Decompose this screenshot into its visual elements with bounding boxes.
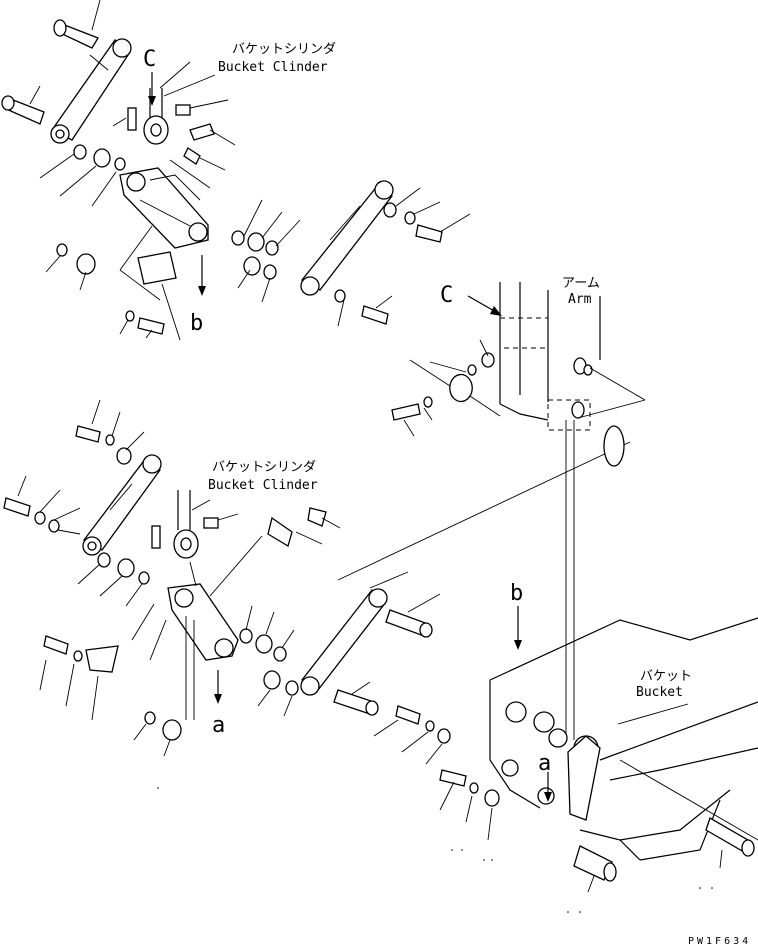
label-arm-en: Arm [568,292,592,307]
bucket-link-body-top [119,159,211,249]
bucket-cylinder-mid [151,490,239,559]
label-a-mid: a [212,713,225,738]
top-assembly [1,0,471,341]
grease-fitting-top [112,99,229,131]
arrow-c-arm [467,295,502,316]
bushings-mid-bottom [133,711,182,757]
label-a-bucket: a [538,751,551,776]
washers-top-far-right [334,187,471,327]
label-bucket-cylinder-en-mid: Bucket Clinder [208,478,318,493]
label-bucket-cylinder-jp-mid: バケットシリンダ [212,460,316,475]
link-mid-right [300,441,631,696]
arrow-a-bucket [544,772,552,802]
label-arm-jp: アーム [562,276,600,291]
bucket-link-body-mid [131,561,239,720]
bushings-top-left [39,144,126,207]
link-mid-left [82,454,162,556]
arrow-b-top [198,255,206,296]
label-bucket-en: Bucket [636,685,683,700]
bushings-top-right [231,199,301,303]
label-bucket-cylinder-jp-top: バケットシリンダ [232,42,336,57]
bolt-top [183,123,236,171]
plate-top [119,225,181,341]
arrow-a-mid [214,670,222,704]
bolt-mid-lower-left [39,635,119,721]
pin-left [1,85,45,125]
label-c-top: C [143,47,156,72]
link-top-left [50,38,132,144]
pins-mid-right [333,593,451,765]
bushings-mid-right [239,605,299,717]
middle-assembly [3,399,631,765]
bolt-mid-left [3,475,81,535]
label-bucket-jp: バケット [640,669,692,684]
dot-marks [157,787,713,913]
arrow-c-top [148,72,156,106]
arrow-b-bucket [514,606,522,650]
clip-mid [209,507,341,597]
link-top-right [300,180,394,296]
arm-assembly [499,282,646,740]
bucket-fasteners [439,769,500,841]
label-b-top: b [190,311,203,336]
label-c-arm: C [440,283,453,308]
bucket-assembly [489,617,758,893]
arm-pin-fasteners [391,339,501,437]
label-bucket-cylinder-en-top: Bucket Clinder [218,60,328,75]
drawing-code: PW1F634 [688,936,751,947]
bucket-cylinder-top [143,61,216,145]
label-b-bucket: b [510,581,523,606]
bolt-mid-top [75,399,145,465]
bushings-mid-left [77,552,150,607]
pin-top-left [53,0,101,49]
bushings-top-lower-left [45,243,96,291]
